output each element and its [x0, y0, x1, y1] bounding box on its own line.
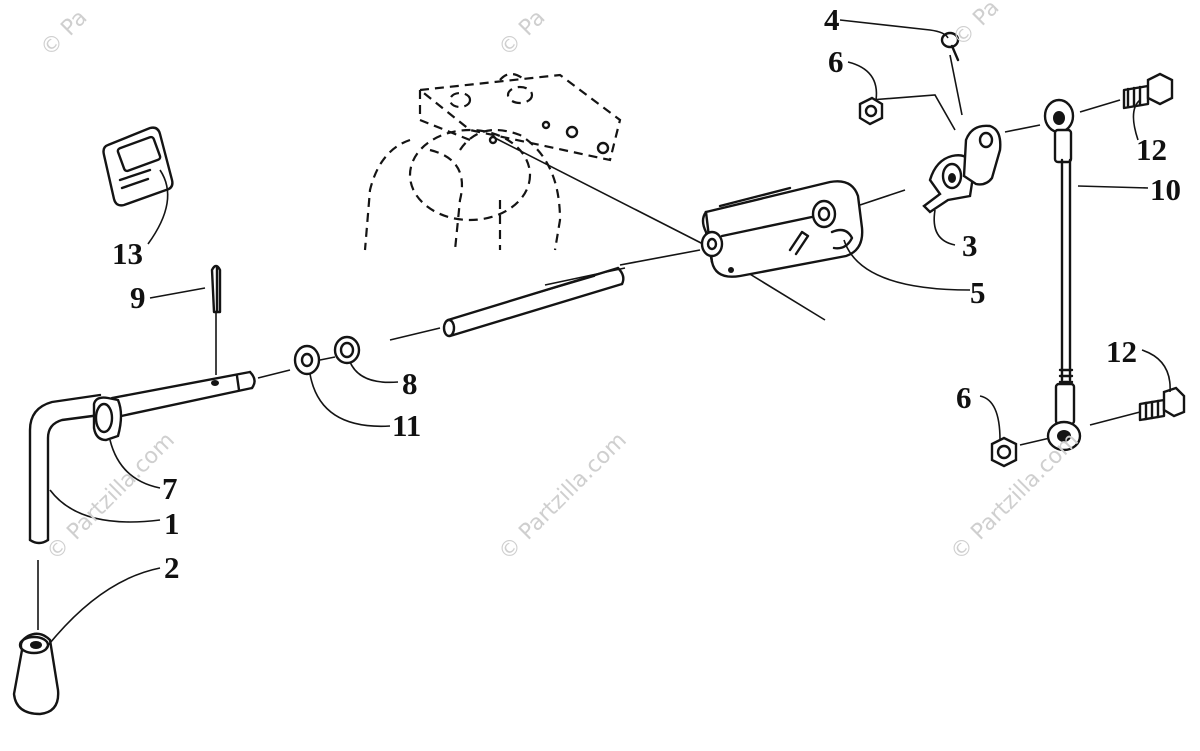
part-8-washer	[333, 335, 361, 365]
callout-12-lower: 12	[1106, 334, 1137, 369]
part-7-grommet	[92, 396, 123, 442]
callout-8: 8	[402, 366, 418, 401]
part-6-nut-lower	[990, 436, 1018, 468]
engine-bracket-outline	[363, 72, 622, 251]
part-2-knob	[12, 632, 60, 716]
lever-plate	[962, 124, 1002, 186]
callout-7: 7	[162, 471, 178, 506]
shift-shaft	[442, 266, 625, 338]
part-1-shift-lever	[28, 370, 256, 545]
part-12-bolt-upper	[1122, 72, 1174, 110]
part-6-nut-upper	[858, 96, 884, 126]
callout-5: 5	[970, 275, 986, 310]
callout-leaders	[45, 19, 1171, 649]
callout-3: 3	[962, 228, 978, 263]
callout-9: 9	[130, 280, 146, 315]
callout-13: 13	[112, 236, 143, 271]
callout-6-lower: 6	[956, 380, 972, 415]
part-12-bolt-lower	[1138, 386, 1186, 422]
callout-2: 2	[164, 550, 180, 585]
callout-12-upper: 12	[1136, 132, 1167, 167]
part-10-link-rod	[1043, 98, 1082, 452]
part-11-washer	[293, 344, 321, 376]
callout-10: 10	[1150, 172, 1181, 207]
part-5-bracket	[700, 180, 864, 278]
callout-4: 4	[824, 2, 840, 37]
part-3-arm	[922, 154, 976, 214]
part-9-cotter-pin	[210, 264, 222, 314]
part-13-tag	[102, 126, 174, 207]
callout-11: 11	[392, 408, 422, 443]
callout-6-upper: 6	[828, 44, 844, 79]
callout-1: 1	[164, 506, 180, 541]
